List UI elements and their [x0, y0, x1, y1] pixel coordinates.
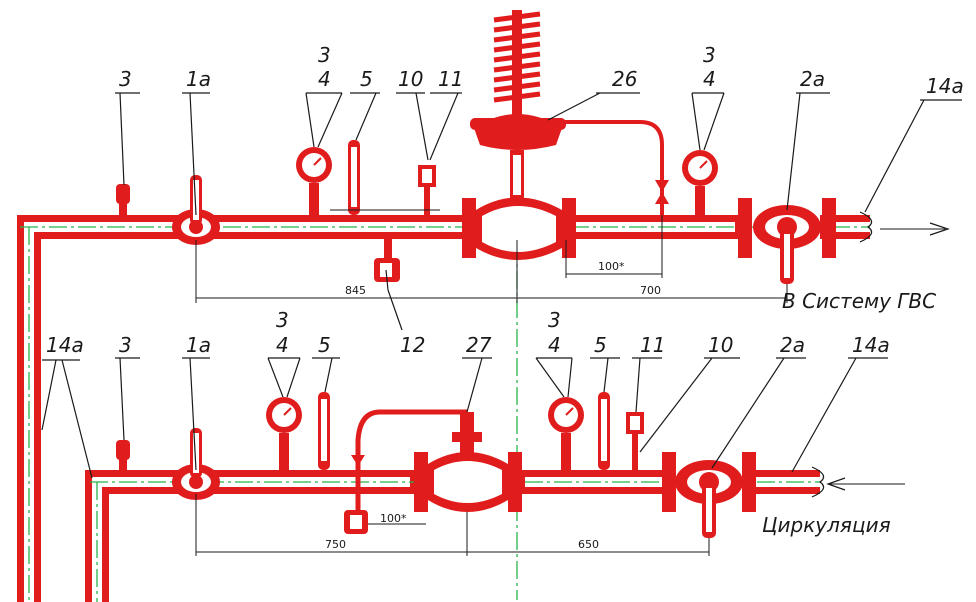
upper-sensor-10-11 — [330, 165, 440, 215]
lower-label-3-left: 3 — [119, 333, 132, 357]
upper-label-10: 10 — [398, 67, 423, 91]
upper-control-valve-26 — [462, 10, 669, 260]
lower-label-1a: 1а — [186, 333, 211, 357]
lower-label-4-gauge: 4 — [276, 333, 289, 357]
lower-label-14a-left: 14а — [46, 333, 84, 357]
lower-valve-1a — [172, 428, 220, 500]
lower-sensor-11 — [626, 412, 644, 470]
upper-label-12: 12 — [400, 333, 425, 357]
upper-label-26: 26 — [612, 67, 637, 91]
lower-valve-2a — [662, 452, 756, 538]
lower-label-10: 10 — [708, 333, 733, 357]
lower-gauge-icon — [266, 397, 302, 471]
upper-label-1a: 1а — [186, 67, 211, 91]
upper-dimensions — [195, 215, 788, 303]
upper-dim-845: 845 — [345, 284, 366, 297]
lower-thermometer-5-right — [598, 392, 610, 470]
lower-dim-100: 100* — [380, 512, 407, 525]
upper-dim-100: 100* — [598, 260, 625, 273]
left-riser-outer — [17, 215, 207, 602]
lower-label-5-right: 5 — [594, 333, 607, 357]
upper-label-3-right: 3 — [703, 43, 716, 67]
upper-label-11: 11 — [438, 67, 463, 91]
lower-label-5: 5 — [318, 333, 331, 357]
upper-label-3-left: 3 — [119, 67, 132, 91]
lower-label-27: 27 — [466, 333, 492, 357]
upper-label-5: 5 — [360, 67, 373, 91]
spring-icon — [493, 11, 541, 103]
lower-dim-650: 650 — [578, 538, 599, 551]
lower-gauge-right-icon — [548, 397, 584, 471]
upper-valve-1a — [172, 175, 220, 245]
lower-leaders — [41, 357, 888, 479]
upper-valve-2a — [738, 198, 836, 284]
upper-dim-700: 700 — [640, 284, 661, 297]
upper-label-2a: 2а — [800, 67, 825, 91]
lower-dimensions — [195, 494, 710, 556]
upper-gauge-icon — [296, 147, 332, 216]
lower-dim-750: 750 — [325, 538, 346, 551]
upper-gauge-right-icon — [682, 150, 718, 216]
lower-label-2a: 2а — [780, 333, 805, 357]
lower-label-11: 11 — [640, 333, 665, 357]
lower-fitting-3-left — [116, 440, 130, 472]
lower-label-14a-right: 14а — [852, 333, 890, 357]
upper-label-4-right: 4 — [703, 67, 716, 91]
upper-flow-arrow-icon — [859, 211, 950, 243]
lower-label-3-gauge: 3 — [276, 308, 289, 332]
upper-fitting-3-left — [116, 184, 130, 216]
lower-caption: Циркуляция — [762, 513, 891, 537]
upper-thermometer-5 — [348, 140, 360, 215]
upper-label-14a: 14а — [926, 74, 964, 98]
upper-label-3-gauge: 3 — [318, 43, 331, 67]
upper-caption: В Систему ГВС — [782, 289, 936, 313]
upper-label-4-gauge: 4 — [318, 67, 331, 91]
lower-label-4-right: 4 — [548, 333, 561, 357]
upper-leaders — [115, 92, 962, 331]
lower-thermometer-5 — [318, 392, 330, 470]
lower-label-3-right: 3 — [548, 308, 561, 332]
lower-flow-arrow-icon — [811, 466, 905, 498]
lower-regulator-27 — [344, 409, 522, 534]
